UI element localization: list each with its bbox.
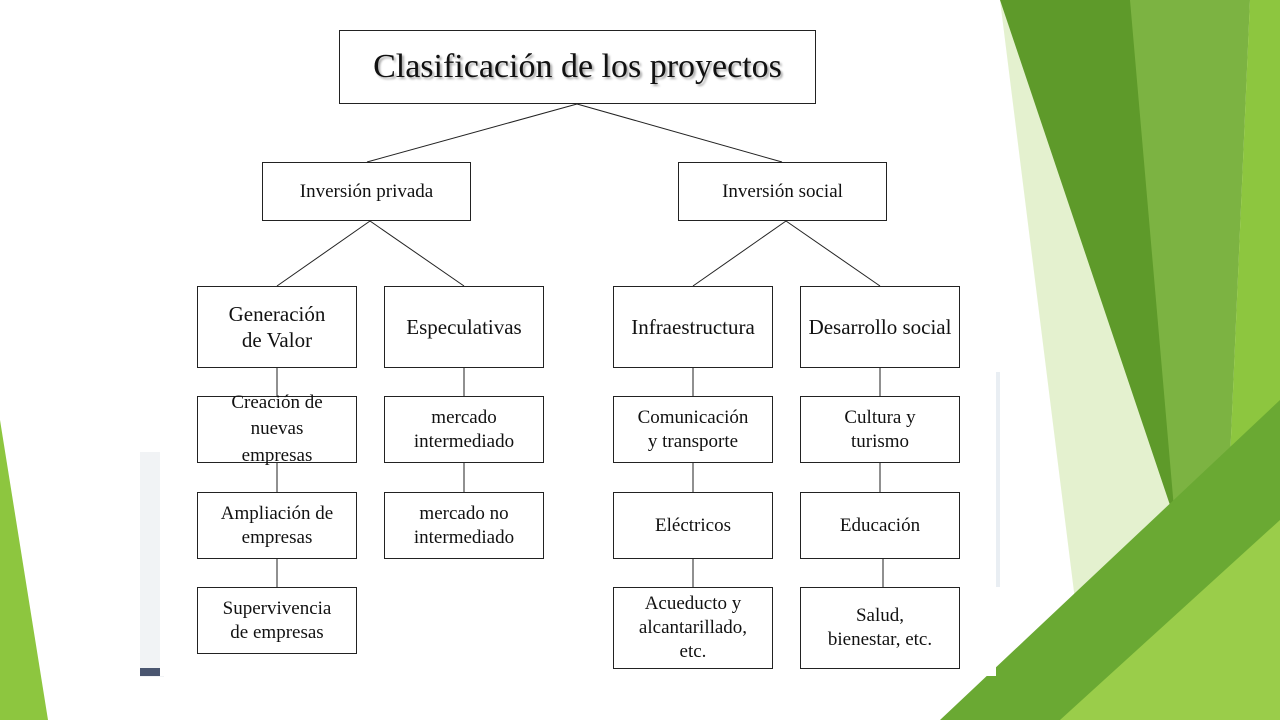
- leaf-comunicacion-transporte: Comunicación y transporte: [613, 396, 773, 463]
- node-inversion-privada-label: Inversión privada: [299, 180, 434, 202]
- node-generacion-de-valor: Generación de Valor: [197, 286, 357, 368]
- leaf-label: Ampliación de empresas: [220, 502, 334, 548]
- node-desarrollo-social-label: Desarrollo social: [808, 314, 952, 339]
- leaf-salud-bienestar: Salud, bienestar, etc.: [800, 587, 960, 669]
- diagram-title-text: Clasificación de los proyectos: [373, 47, 782, 85]
- leaf-mercado-no-intermediado: mercado no intermediado: [384, 492, 544, 559]
- leaf-label: Comunicación y transporte: [637, 406, 749, 452]
- node-especulativas-label: Especulativas: [406, 314, 522, 339]
- node-infraestructura-label: Infraestructura: [631, 314, 755, 339]
- background-image-bar: [140, 668, 164, 676]
- node-infraestructura: Infraestructura: [613, 286, 773, 368]
- leaf-ampliacion-empresas: Ampliación de empresas: [197, 492, 357, 559]
- leaf-label: Supervivencia de empresas: [222, 597, 332, 643]
- right-mid-shape: [1130, 0, 1250, 520]
- bottom-light-shape: [1060, 520, 1280, 720]
- node-especulativas: Especulativas: [384, 286, 544, 368]
- leaf-creacion-nuevas-empresas: Creación de nuevas empresas: [197, 392, 357, 466]
- node-desarrollo-social: Desarrollo social: [800, 286, 960, 368]
- leaf-label: Eléctricos: [655, 514, 731, 536]
- leaf-label: Cultura y turismo: [844, 406, 916, 452]
- leaf-label: mercado no intermediado: [413, 502, 515, 548]
- node-generacion-de-valor-label: Generación de Valor: [228, 301, 326, 352]
- leaf-acueducto-alcantarillado: Acueducto y alcantarillado, etc.: [613, 587, 773, 669]
- leaf-educacion: Educación: [800, 492, 960, 559]
- node-inversion-social-label: Inversión social: [722, 180, 843, 202]
- node-inversion-social: Inversión social: [678, 162, 887, 221]
- leaf-electricos: Eléctricos: [613, 492, 773, 559]
- leaf-label: mercado intermediado: [413, 406, 515, 452]
- leaf-label: Salud, bienestar, etc.: [827, 605, 933, 650]
- leaf-supervivencia-empresas: Supervivencia de empresas: [197, 587, 357, 654]
- leaf-cultura-turismo: Cultura y turismo: [800, 396, 960, 463]
- left-green-stripe: [0, 420, 48, 720]
- leaf-label: Creación de nuevas empresas: [231, 392, 323, 466]
- leaf-label: Acueducto y alcantarillado, etc.: [638, 593, 748, 662]
- leaf-label: Educación: [839, 514, 921, 536]
- node-inversion-privada: Inversión privada: [262, 162, 471, 221]
- diagram-title: Clasificación de los proyectos: [339, 30, 816, 104]
- leaf-mercado-intermediado: mercado intermediado: [384, 396, 544, 463]
